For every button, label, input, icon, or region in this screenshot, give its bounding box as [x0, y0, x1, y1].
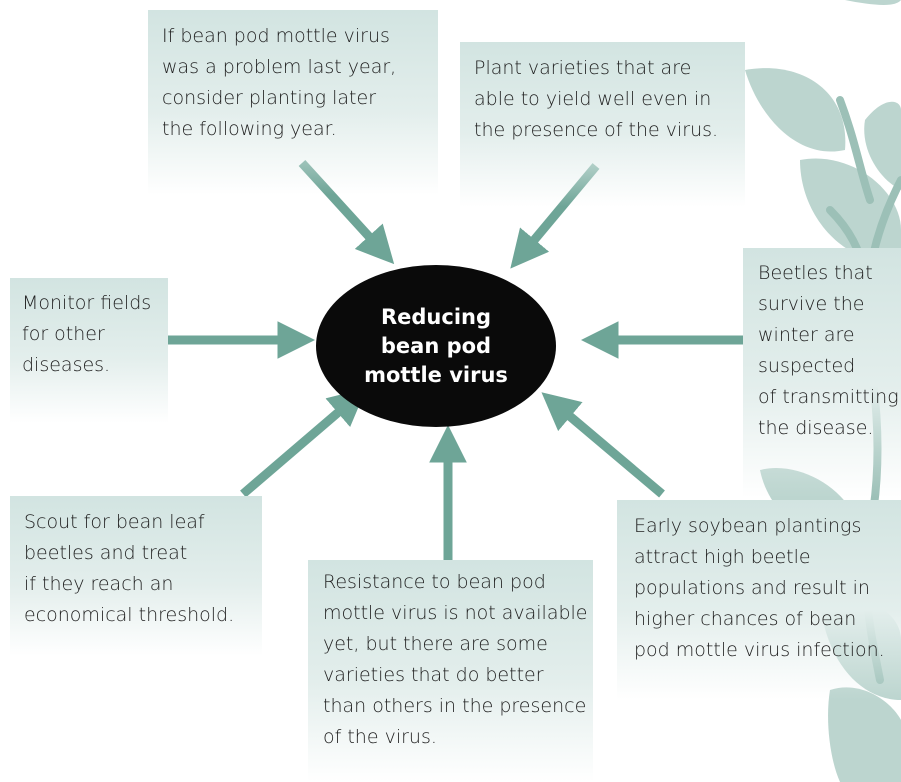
box-top-left-text: If bean pod mottle virus was a problem l… — [162, 25, 397, 140]
box-bottom-center-text: Resistance to bean pod mottle virus is n… — [323, 571, 588, 748]
box-bottom-right: Early soybean plantings attract high bee… — [617, 500, 901, 700]
center-label: Reducing bean pod mottle virus — [364, 304, 508, 387]
box-right-text: Beetles that survive the winter are susp… — [758, 262, 899, 439]
center-ellipse: Reducing bean pod mottle virus — [316, 265, 556, 427]
box-bottom-right-text: Early soybean plantings attract high bee… — [634, 515, 885, 661]
box-bottom-left-text: Scout for bean leaf beetles and treat if… — [24, 511, 235, 626]
arrow-bottom-left — [240, 388, 367, 498]
box-bottom-center: Resistance to bean pod mottle virus is n… — [308, 560, 593, 782]
box-top-right: Plant varieties that are able to yield w… — [460, 42, 745, 207]
box-top-right-text: Plant varieties that are able to yield w… — [474, 57, 719, 141]
box-bottom-left: Scout for bean leaf beetles and treat if… — [10, 496, 262, 656]
box-left: Monitor fields for other diseases. — [10, 278, 168, 423]
box-right: Beetles that survive the winter are susp… — [743, 248, 901, 498]
box-left-text: Monitor fields for other diseases. — [22, 292, 152, 376]
box-top-left: If bean pod mottle virus was a problem l… — [148, 10, 438, 195]
arrow-bottom-right — [541, 392, 665, 498]
